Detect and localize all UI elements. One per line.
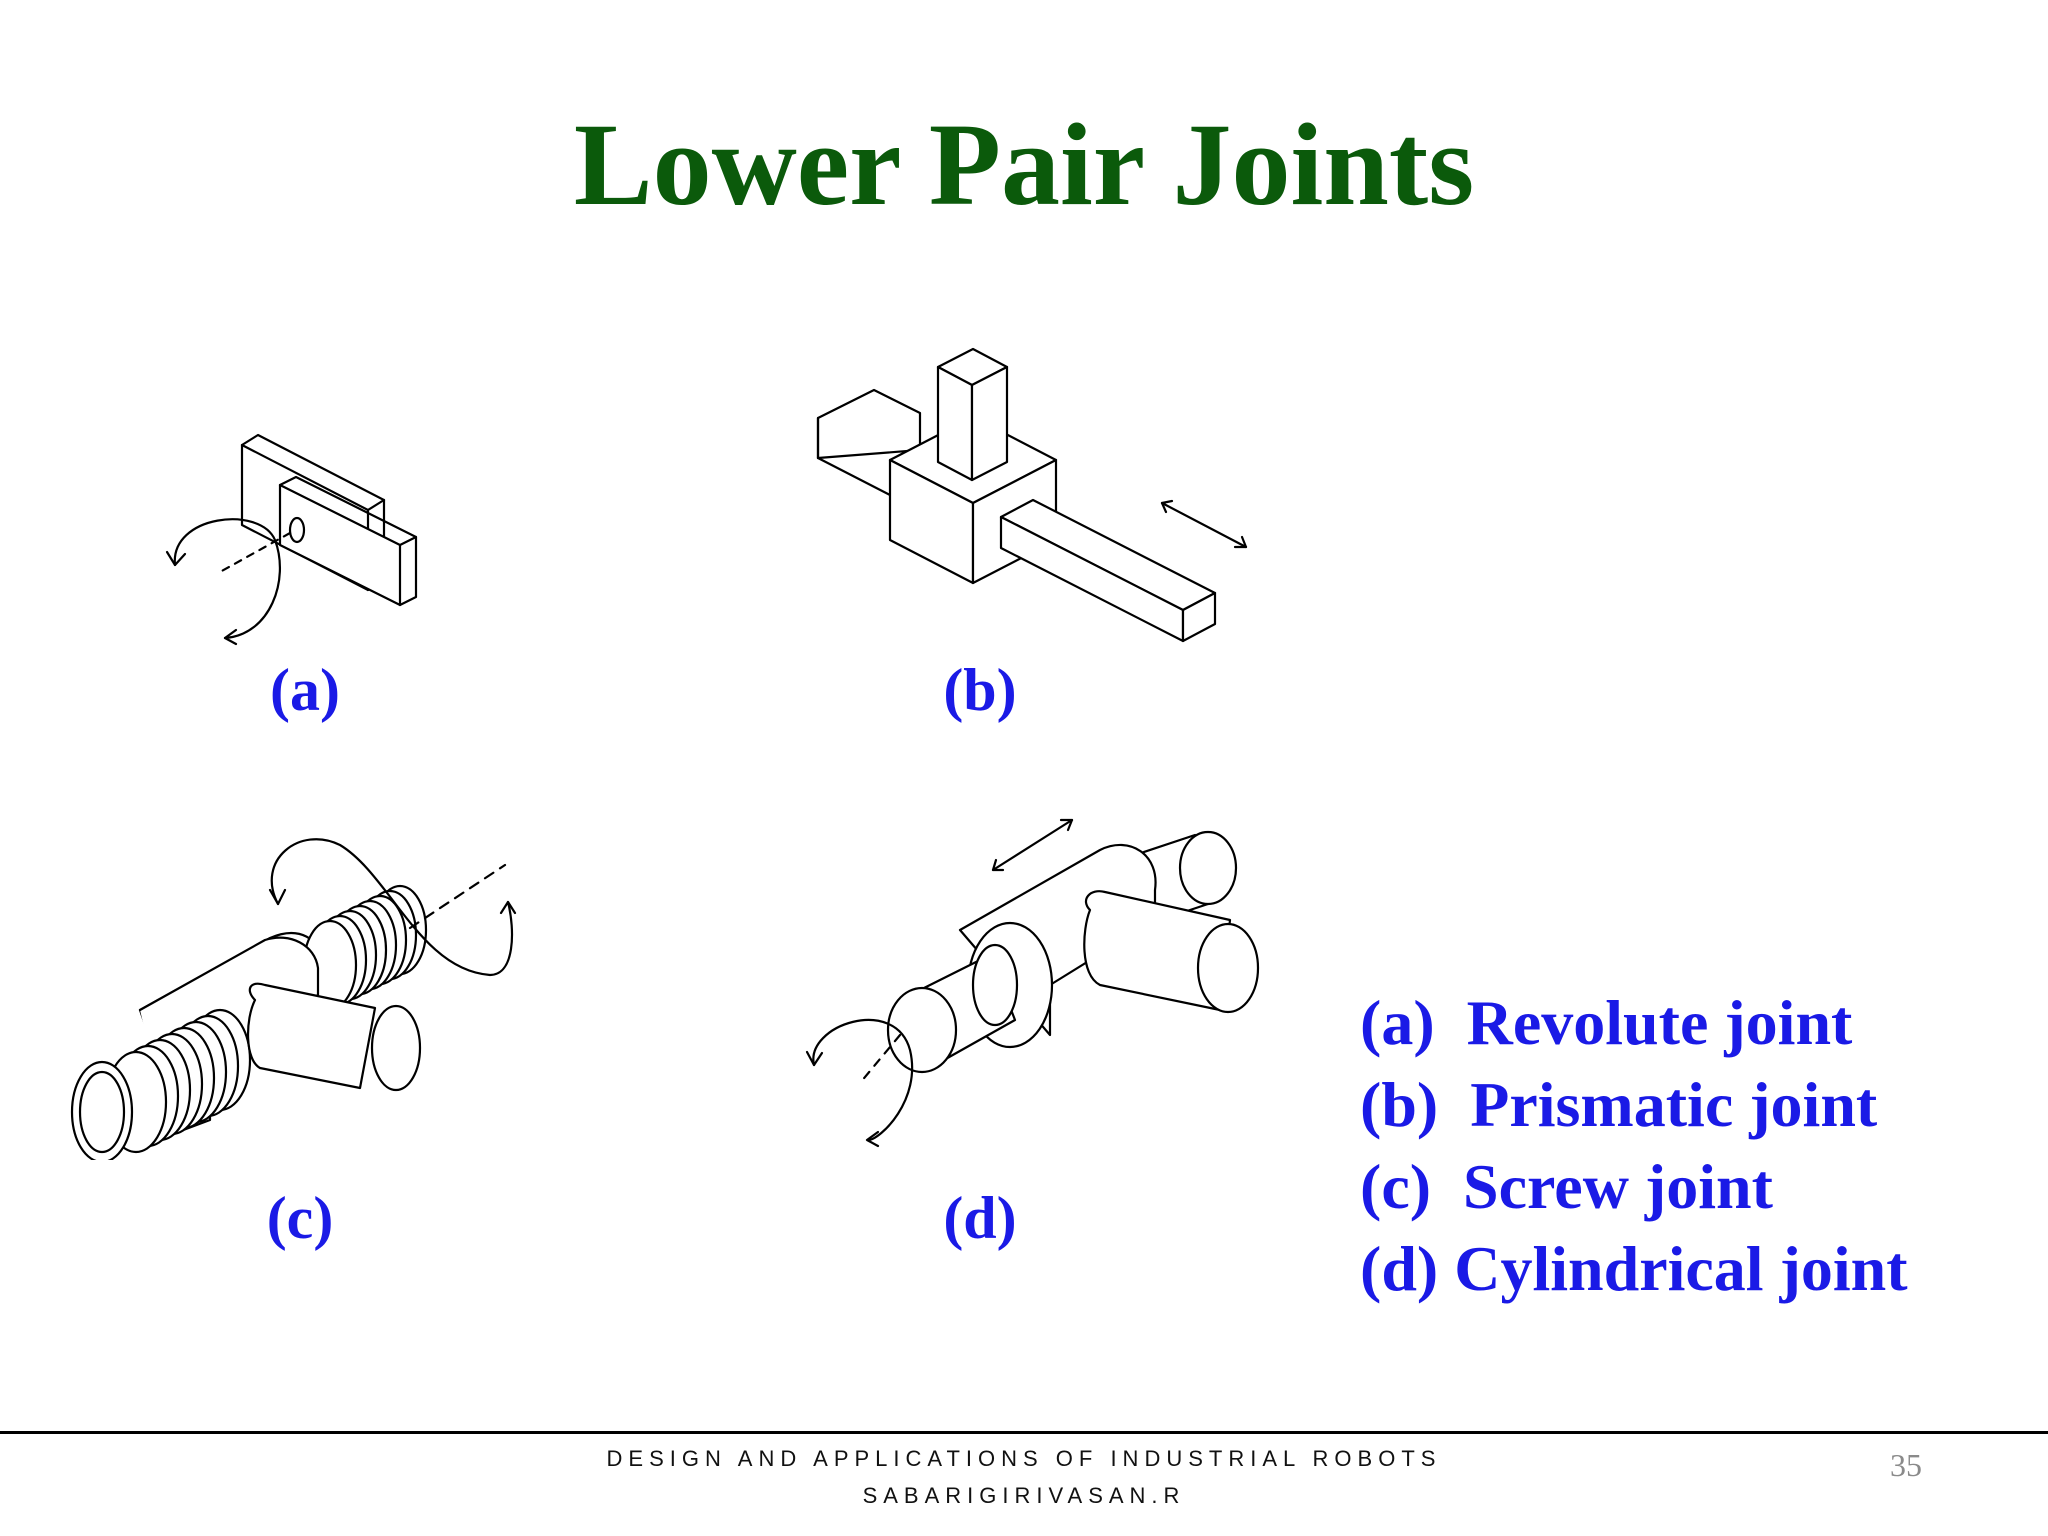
figure-c bbox=[60, 820, 520, 1160]
legend-item-screw: (c) Screw joint bbox=[1360, 1151, 1773, 1222]
figure-a bbox=[150, 420, 440, 650]
figure-c-label: (c) bbox=[266, 1185, 334, 1251]
legend-item-revolute: (a) Revolute joint bbox=[1360, 987, 1853, 1058]
figure-b-label: (b) bbox=[943, 657, 1017, 723]
figure-a-label: (a) bbox=[270, 657, 340, 723]
joint-legend: (a) Revolute joint (b) Prismatic joint (… bbox=[1360, 982, 2020, 1310]
page-number: 35 bbox=[1890, 1447, 1922, 1483]
figure-d bbox=[800, 810, 1280, 1160]
footer-course-title: DESIGN AND APPLICATIONS OF INDUSTRIAL RO… bbox=[606, 1446, 1442, 1471]
slide-title: Lower Pair Joints bbox=[573, 99, 1475, 230]
legend-item-cylindrical: (d) Cylindrical joint bbox=[1360, 1233, 1908, 1304]
footer-author: SABARIGIRIVASAN.R bbox=[862, 1483, 1186, 1508]
legend-item-prismatic: (b) Prismatic joint bbox=[1360, 1069, 1878, 1140]
revolute-joint-icon bbox=[165, 433, 418, 646]
figure-d-label: (d) bbox=[943, 1185, 1017, 1251]
cylindrical-joint-icon bbox=[805, 818, 1260, 1148]
prismatic-joint-icon bbox=[816, 347, 1248, 643]
screw-joint-icon bbox=[70, 838, 517, 1160]
footer-rule bbox=[0, 1431, 2048, 1434]
figure-b bbox=[800, 335, 1270, 655]
